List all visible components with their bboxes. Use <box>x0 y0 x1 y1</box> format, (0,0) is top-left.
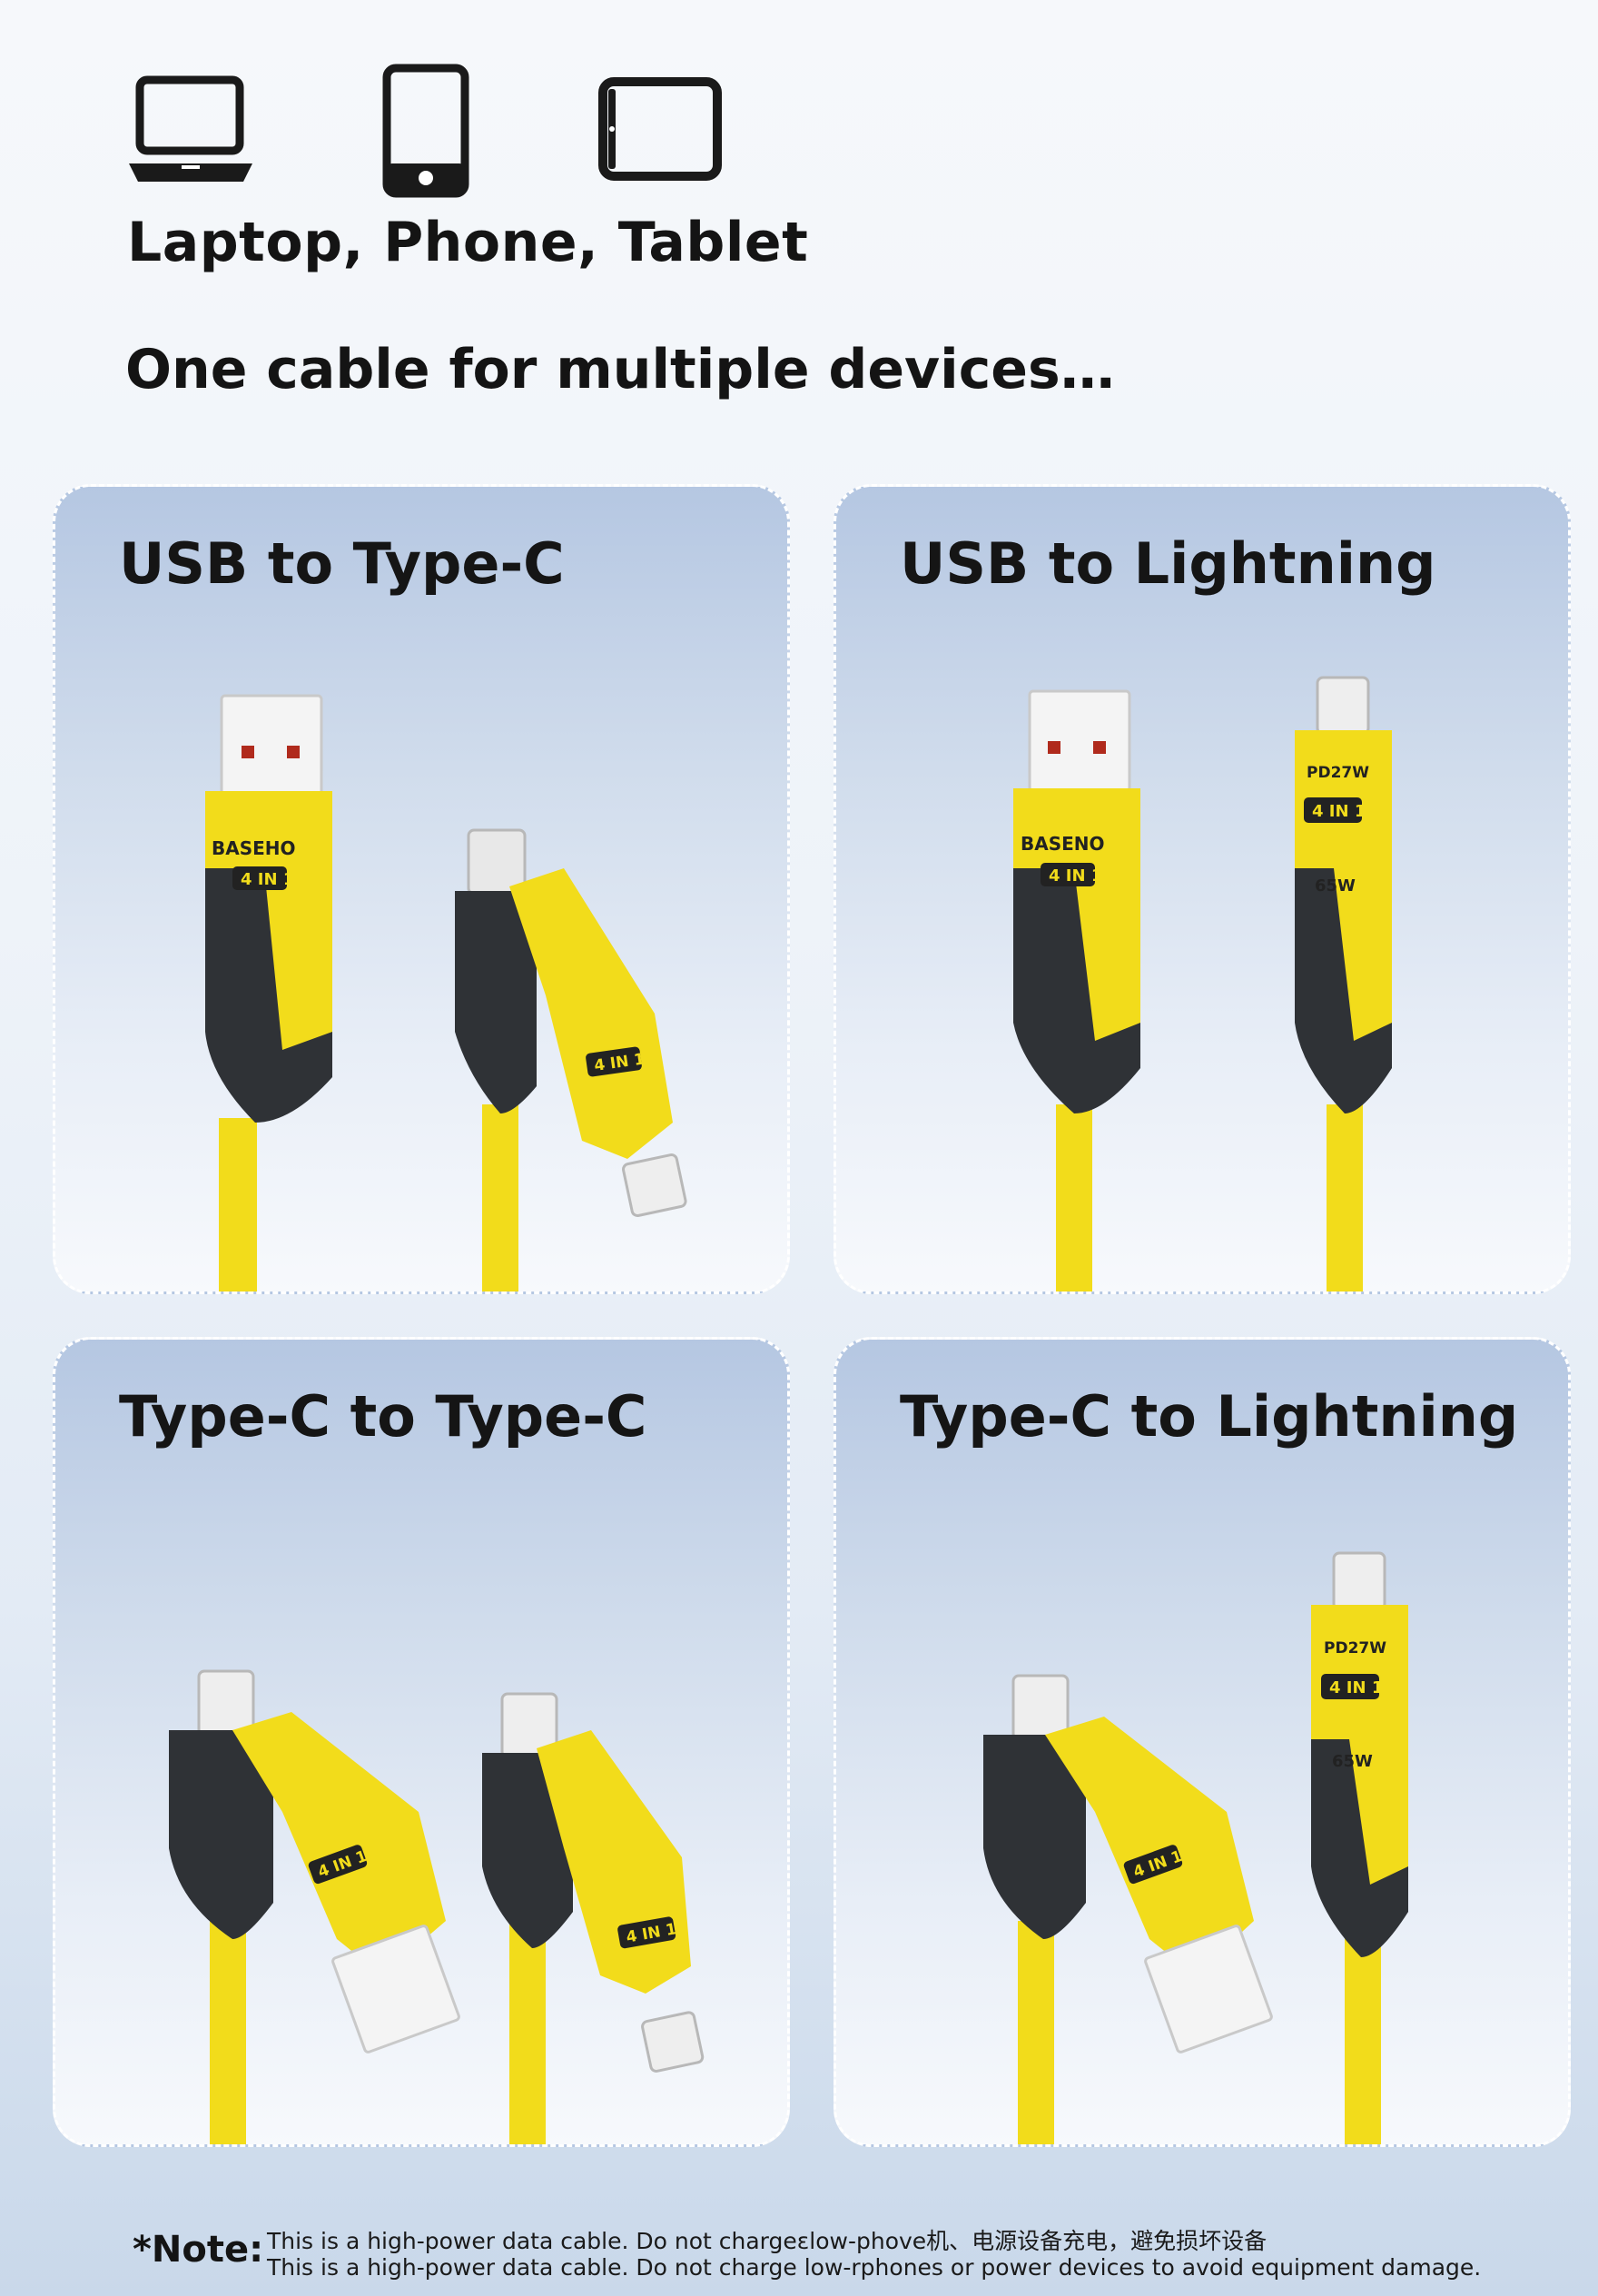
card-title: USB to Type-C <box>119 530 565 597</box>
laptop-icon <box>129 75 252 182</box>
watt-label: 65W <box>1332 1752 1373 1771</box>
card-usb-to-type-c: USB to Type-C BASEHO 4 IN 1 4 IN 1 <box>53 484 790 1294</box>
devices-line: Laptop, Phone, Tablet <box>127 211 809 274</box>
model-label: 4 IN 1 <box>241 870 294 889</box>
phone-icon <box>382 64 469 198</box>
card-title: Type-C to Lightning <box>900 1383 1519 1450</box>
note-label: *Note: <box>133 2229 264 2271</box>
model-label: 4 IN 1 <box>1329 1678 1383 1697</box>
brand-label: BASEHO <box>212 837 296 859</box>
device-icons <box>127 64 763 200</box>
cable-illustration: BASEHO 4 IN 1 4 IN 1 <box>205 694 687 1292</box>
watt-label: 65W <box>1315 876 1356 896</box>
pd-label: PD27W <box>1324 1639 1386 1658</box>
footer-note: *Note: This is a high-power data cable. … <box>133 2216 1549 2289</box>
tagline: One cable for multiple devices… <box>125 338 1115 401</box>
tablet-icon <box>598 77 722 181</box>
card-title: USB to Lightning <box>900 530 1436 597</box>
pd-label: PD27W <box>1307 764 1369 782</box>
card-type-c-to-lightning: Type-C to Lightning 4 IN 1 PD27W 4 IN 1 … <box>834 1337 1571 2147</box>
card-title: Type-C to Type-C <box>119 1383 647 1450</box>
cable-illustration: BASENO 4 IN 1 PD27W 4 IN 1 65W <box>1013 676 1392 1292</box>
note-line-2: This is a high-power data cable. Do not … <box>267 2254 1482 2281</box>
model-label: 4 IN 1 <box>1312 802 1366 821</box>
cable-illustration: 4 IN 1 4 IN 1 <box>169 1669 705 2144</box>
cable-illustration: 4 IN 1 PD27W 4 IN 1 65W <box>983 1551 1408 2144</box>
card-type-c-to-type-c: Type-C to Type-C 4 IN 1 4 IN 1 <box>53 1337 790 2147</box>
note-line-1: This is a high-power data cable. Do not … <box>267 2228 1268 2254</box>
brand-label: BASENO <box>1021 833 1105 855</box>
model-label: 4 IN 1 <box>1049 866 1102 886</box>
card-usb-to-lightning: USB to Lightning BASENO 4 IN 1 PD27W 4 I… <box>834 484 1571 1294</box>
